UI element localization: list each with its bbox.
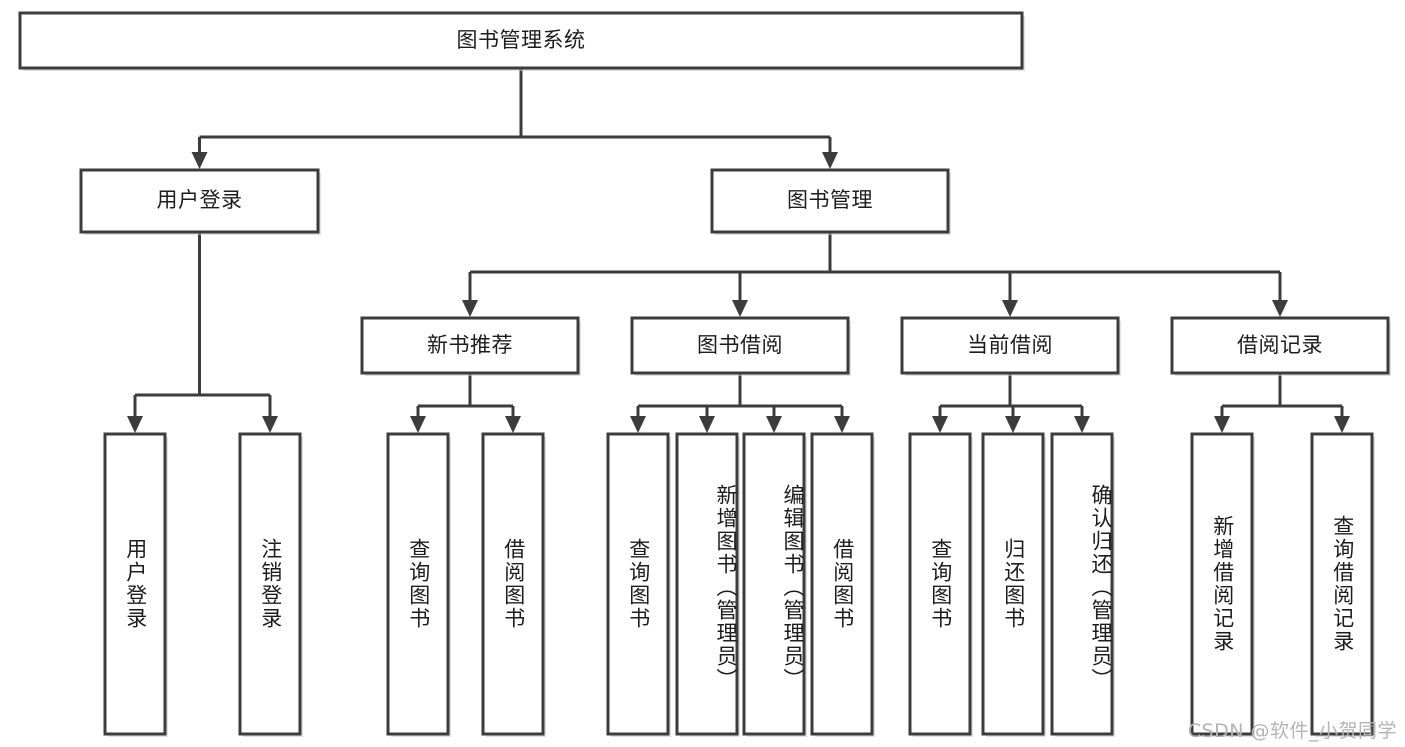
arrow-head-icon: [822, 152, 838, 169]
node-box-book_manage[interactable]: [710, 168, 950, 234]
node-box-leaf_return_book[interactable]: [981, 432, 1045, 736]
node-box-leaf_query_book_2[interactable]: [606, 432, 670, 736]
arrow-head-icon: [462, 300, 478, 317]
node-box-leaf_query_record[interactable]: [1310, 432, 1374, 736]
node-box-root[interactable]: [18, 11, 1024, 70]
connector-layer: [127, 68, 1350, 433]
arrow-head-icon: [732, 300, 748, 317]
arrow-head-icon: [834, 416, 850, 433]
connector-group: [630, 373, 850, 433]
node-box-leaf_user_login[interactable]: [103, 432, 167, 736]
connector-group: [127, 232, 278, 433]
node-box-leaf_confirm_return[interactable]: [1050, 432, 1114, 736]
connector-group: [1214, 373, 1350, 433]
arrow-head-icon: [127, 416, 143, 433]
node-box-borrow_record[interactable]: [1170, 316, 1390, 375]
arrow-head-icon: [630, 416, 646, 433]
node-box-leaf_add_book[interactable]: [675, 432, 739, 736]
connector-group: [191, 68, 838, 169]
node-box-user_login[interactable]: [79, 168, 320, 234]
arrow-head-icon: [1334, 416, 1350, 433]
arrow-head-icon: [766, 416, 782, 433]
arrow-head-icon: [410, 416, 426, 433]
arrow-head-icon: [1005, 416, 1021, 433]
connector-group: [462, 232, 1288, 317]
node-box-leaf_query_book_1[interactable]: [386, 432, 450, 736]
node-box-current_borrow[interactable]: [900, 316, 1120, 375]
arrow-head-icon: [1214, 416, 1230, 433]
arrow-head-icon: [1074, 416, 1090, 433]
arrow-head-icon: [191, 152, 208, 169]
node-box-leaf_query_book_3[interactable]: [908, 432, 972, 736]
node-box-book_borrow[interactable]: [630, 316, 850, 375]
node-box-leaf_logout[interactable]: [238, 432, 302, 736]
node-box-leaf_add_record[interactable]: [1190, 432, 1254, 736]
arrow-head-icon: [262, 416, 278, 433]
connector-group: [410, 373, 521, 433]
node-box-layer: [18, 11, 1391, 737]
connector-group: [932, 373, 1090, 433]
arrow-head-icon: [1002, 300, 1018, 317]
arrow-head-icon: [1272, 300, 1288, 317]
arrow-head-icon: [932, 416, 948, 433]
node-box-leaf_borrow_book_1[interactable]: [481, 432, 545, 736]
arrow-head-icon: [699, 416, 715, 433]
node-box-new_book_rec[interactable]: [360, 316, 580, 375]
node-box-leaf_borrow_book_2[interactable]: [810, 432, 874, 736]
node-box-leaf_edit_book[interactable]: [742, 432, 806, 736]
watermark-text: CSDN @软件_小贺同学: [1187, 720, 1397, 742]
arrow-head-icon: [505, 416, 521, 433]
